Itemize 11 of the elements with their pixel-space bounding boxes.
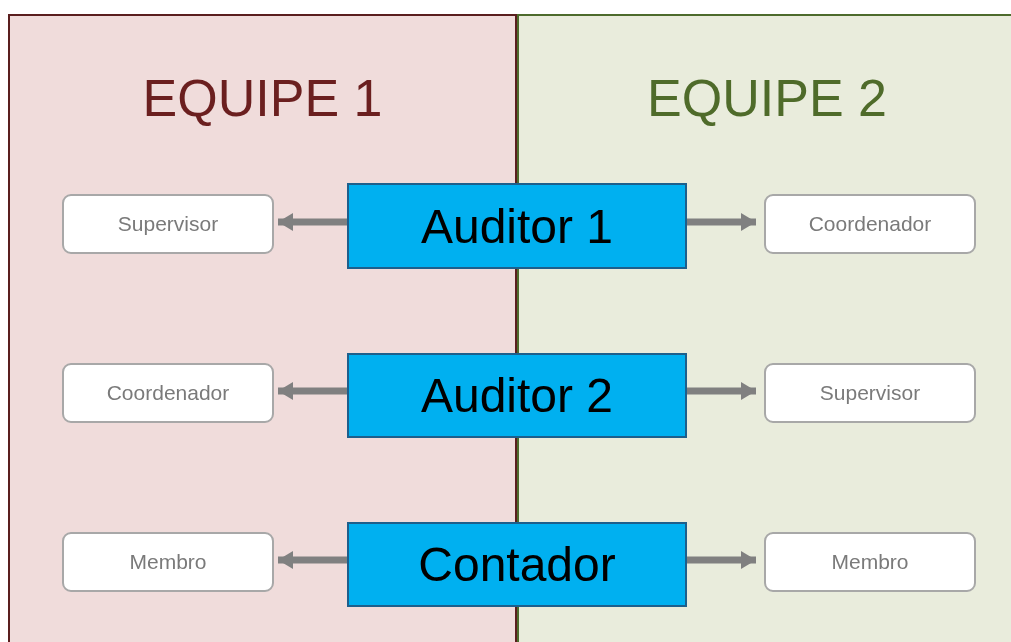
role-box: Membro	[764, 532, 976, 592]
role-box: Supervisor	[62, 194, 274, 254]
role-box: Coordenador	[764, 194, 976, 254]
team-title: EQUIPE 1	[141, 68, 384, 128]
role-box: Auditor 1	[347, 183, 687, 269]
role-box: Auditor 2	[347, 353, 687, 438]
role-box: Supervisor	[764, 363, 976, 423]
role-box: Coordenador	[62, 363, 274, 423]
role-box: Membro	[62, 532, 274, 592]
role-box: Contador	[347, 522, 687, 607]
team-title: EQUIPE 2	[646, 68, 888, 128]
